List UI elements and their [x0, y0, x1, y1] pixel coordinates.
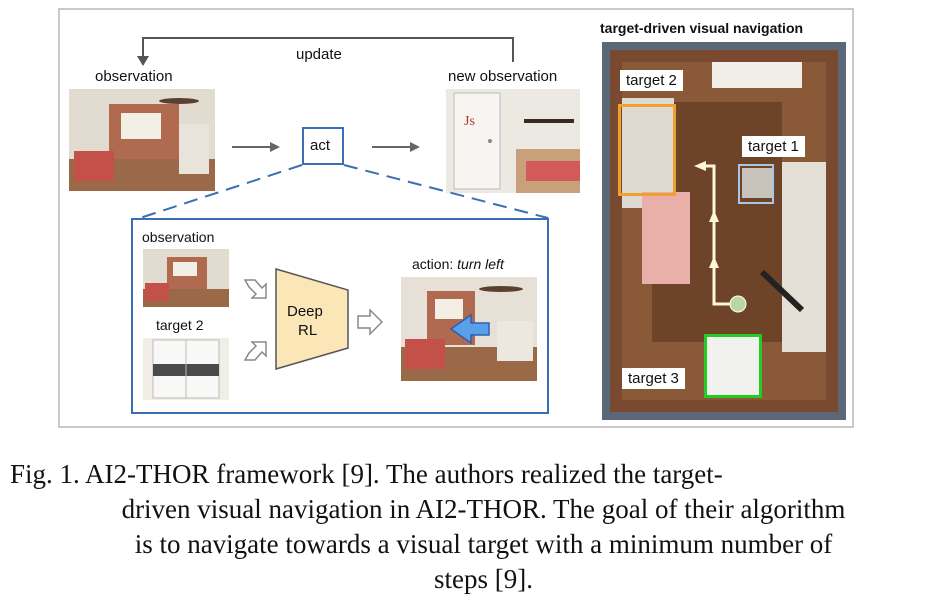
- update-loop-arrow: [137, 37, 514, 66]
- action-prefix: action:: [412, 256, 458, 272]
- action-label: action: turn left: [412, 256, 504, 272]
- target3-highlight: [704, 334, 762, 398]
- caption-line-3: is to navigate towards a visual target w…: [134, 529, 833, 559]
- top-down-map: target 2 target 1 target 3: [602, 42, 846, 420]
- action-image: [401, 277, 537, 381]
- inner-target-label: target 2: [156, 317, 204, 333]
- observation-to-act-arrow: [232, 142, 420, 152]
- expansion-dashed-lines: [139, 164, 549, 219]
- update-label: update: [296, 46, 342, 63]
- act-label: act: [310, 137, 331, 154]
- inner-observation-image: [143, 249, 229, 307]
- inputs-to-network-arrows: [243, 279, 384, 361]
- map-title: target-driven visual navigation: [600, 20, 804, 36]
- network-label-line1: Deep: [287, 303, 323, 320]
- map-target2-label: target 2: [620, 70, 683, 91]
- action-value: turn left: [457, 256, 504, 272]
- caption-line-1: Fig. 1. AI2-THOR framework [9]. The auth…: [10, 459, 723, 489]
- caption-line-4: steps [9].: [434, 564, 533, 594]
- observation-image: [69, 89, 215, 191]
- detail-box: [131, 218, 549, 414]
- target2-highlight: [618, 104, 676, 196]
- new-observation-image: Js: [446, 89, 580, 193]
- act-box: [302, 127, 344, 165]
- observation-label: observation: [95, 68, 173, 85]
- new-observation-label: new observation: [448, 68, 558, 85]
- inner-observation-label: observation: [142, 229, 215, 245]
- caption-line-2: driven visual navigation in AI2-THOR. Th…: [121, 494, 846, 524]
- inner-target-image: [143, 338, 229, 400]
- network-label-line2: RL: [298, 322, 318, 339]
- map-target3-label: target 3: [622, 368, 685, 389]
- svg-text:Js: Js: [464, 114, 475, 129]
- figure-frame: [58, 8, 854, 428]
- map-target1-label: target 1: [742, 136, 805, 157]
- target1-highlight: [738, 164, 774, 204]
- deep-rl-network: [275, 268, 349, 370]
- turn-left-arrow-icon: [449, 313, 490, 345]
